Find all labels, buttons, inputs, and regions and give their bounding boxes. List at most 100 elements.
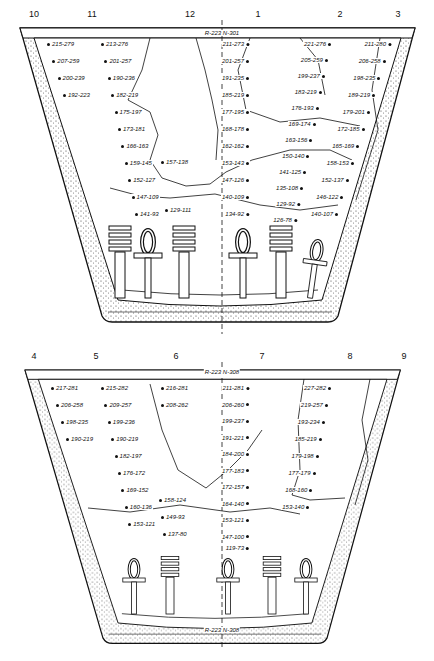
scale-reading: 192-223 bbox=[62, 92, 91, 98]
scale-reading: 158-124 bbox=[158, 497, 187, 503]
scale-reading: 135-108 bbox=[275, 185, 304, 191]
scale-reading: 163-156 bbox=[284, 137, 313, 143]
scale-reading: 184-200 bbox=[221, 451, 250, 457]
scale-reading: 175-197 bbox=[114, 109, 143, 115]
scale-reading: 211-280 bbox=[363, 41, 392, 47]
scale-reading: 199-237 bbox=[297, 73, 326, 79]
scale-reading: 208-262 bbox=[160, 402, 189, 408]
scale-reading: 221-276 bbox=[303, 41, 332, 47]
vessel-outline bbox=[20, 28, 415, 322]
scale-reading: 164-140 bbox=[221, 501, 250, 507]
scale-reading: 206-258 bbox=[358, 58, 387, 64]
crack-lines bbox=[88, 38, 380, 514]
reference-note: R-223 N-301 bbox=[204, 30, 240, 36]
scale-reading: 140-109 bbox=[221, 194, 250, 200]
scale-reading: 217-281 bbox=[50, 385, 79, 391]
column-number: 10 bbox=[28, 10, 40, 19]
scale-reading: 168-160 bbox=[284, 487, 313, 493]
scale-reading: 227-282 bbox=[303, 385, 332, 391]
scale-reading: 179-201 bbox=[342, 109, 371, 115]
scale-reading: 126-78 bbox=[272, 217, 298, 223]
scale-reading: 183-219 bbox=[294, 89, 323, 95]
scale-reading: 129-111 bbox=[164, 207, 192, 213]
scale-reading: 129-92 bbox=[275, 201, 301, 207]
column-number: 9 bbox=[400, 352, 407, 361]
scale-reading: 211-281 bbox=[221, 385, 250, 391]
scale-reading: 137-80 bbox=[162, 531, 188, 537]
scale-reading: 193-234 bbox=[297, 419, 326, 425]
scale-reading: 191-235 bbox=[221, 75, 250, 81]
column-number: 8 bbox=[346, 352, 353, 361]
scale-reading: 157-138 bbox=[160, 159, 189, 165]
scale-reading: 191-221 bbox=[221, 435, 250, 441]
reference-note: R-223 N-308 bbox=[204, 627, 240, 633]
scale-reading: 149-93 bbox=[160, 514, 186, 520]
scale-reading: 213-276 bbox=[100, 41, 129, 47]
scale-reading: 134-92 bbox=[224, 211, 250, 217]
scale-reading: 153-121 bbox=[221, 517, 250, 523]
scale-reading: 140-107 bbox=[310, 211, 339, 217]
scale-reading: 169-174 bbox=[287, 121, 316, 127]
scale-reading: 160-136 bbox=[124, 504, 153, 510]
column-number: 1 bbox=[254, 10, 261, 19]
scale-reading: 150-140 bbox=[281, 153, 310, 159]
reference-note: R-223 N-308 bbox=[204, 369, 240, 375]
scale-reading: 201-257 bbox=[221, 58, 250, 64]
scale-reading: 198-235 bbox=[60, 419, 89, 425]
scale-reading: 147-126 bbox=[221, 177, 250, 183]
scale-reading: 141-125 bbox=[278, 169, 307, 175]
scale-reading: 172-157 bbox=[221, 484, 250, 490]
scale-reading: 219-257 bbox=[300, 402, 329, 408]
scale-reading: 177-195 bbox=[221, 109, 250, 115]
scale-reading: 165-169 bbox=[331, 143, 360, 149]
scale-reading: 147-100 bbox=[221, 534, 250, 540]
column-number: 12 bbox=[184, 10, 196, 19]
scale-reading: 189-219 bbox=[347, 92, 376, 98]
scale-reading: 169-152 bbox=[120, 487, 149, 493]
vessel-outline bbox=[25, 370, 400, 643]
column-number: 2 bbox=[336, 10, 343, 19]
scale-reading: 206-260 bbox=[221, 402, 250, 408]
scale-reading: 190-219 bbox=[65, 436, 94, 442]
ankh-djed-symbols bbox=[109, 226, 330, 614]
scale-reading: 176-172 bbox=[117, 470, 146, 476]
scale-reading: 182-197 bbox=[114, 453, 143, 459]
scale-reading: 185-219 bbox=[294, 436, 323, 442]
scale-reading: 198-235 bbox=[352, 75, 381, 81]
scale-reading: 147-109 bbox=[131, 194, 160, 200]
scale-reading: 152-127 bbox=[127, 177, 156, 183]
column-number: 7 bbox=[258, 352, 265, 361]
scale-reading: 119-73 bbox=[225, 545, 250, 551]
scale-reading: 153-121 bbox=[127, 521, 156, 527]
scale-reading: 158-153 bbox=[326, 160, 355, 166]
scale-reading: 215-279 bbox=[46, 41, 75, 47]
scale-reading: 141-93 bbox=[134, 211, 160, 217]
column-number: 3 bbox=[394, 10, 401, 19]
scale-reading: 190-236 bbox=[107, 75, 136, 81]
column-number: 4 bbox=[30, 352, 37, 361]
column-number: 11 bbox=[86, 10, 97, 19]
scale-reading: 153-143 bbox=[221, 160, 250, 166]
scale-reading: 200-239 bbox=[57, 75, 86, 81]
scale-reading: 177-183 bbox=[221, 468, 250, 474]
scale-reading: 209-257 bbox=[103, 402, 132, 408]
scale-reading: 205-259 bbox=[300, 57, 329, 63]
scale-reading: 146-122 bbox=[315, 194, 344, 200]
scale-reading: 166-163 bbox=[120, 143, 149, 149]
scale-reading: 199-237 bbox=[221, 418, 250, 424]
scale-reading: 199-236 bbox=[107, 419, 136, 425]
scale-reading: 179-198 bbox=[291, 453, 320, 459]
scale-reading: 173-181 bbox=[117, 126, 146, 132]
scale-reading: 207-259 bbox=[51, 58, 80, 64]
scale-reading: 153-140 bbox=[281, 504, 310, 510]
scale-reading: 162-162 bbox=[221, 143, 250, 149]
column-number: 6 bbox=[172, 352, 179, 361]
scale-reading: 190-219 bbox=[110, 436, 139, 442]
scale-reading: 211-273 bbox=[221, 41, 250, 47]
column-number: 5 bbox=[92, 352, 99, 361]
scale-reading: 172-185 bbox=[336, 126, 365, 132]
scale-reading: 176-193 bbox=[291, 105, 320, 111]
scale-reading: 185-219 bbox=[221, 92, 250, 98]
